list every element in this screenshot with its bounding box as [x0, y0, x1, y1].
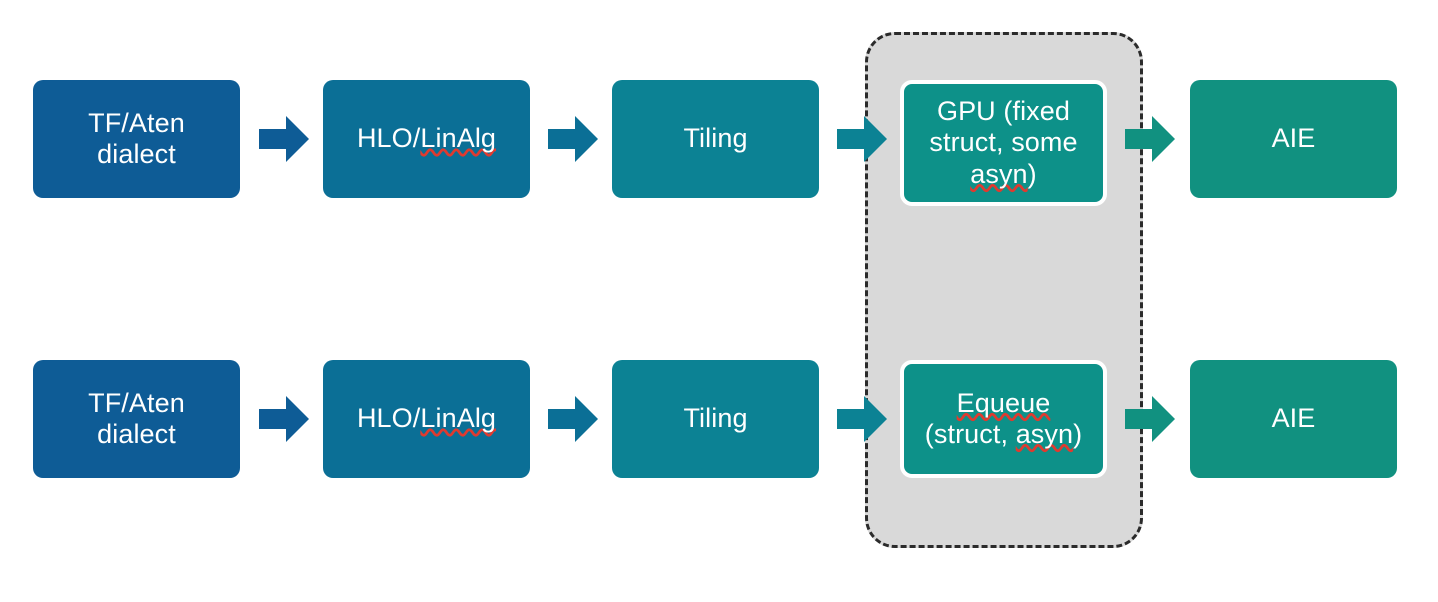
process-node-label: AIE — [1271, 123, 1316, 154]
process-node-hlo-linalg-bottom[interactable]: HLO/LinAlg — [323, 360, 530, 478]
process-node-label: Equeue(struct, asyn) — [924, 387, 1083, 449]
process-node-tiling-bottom[interactable]: Tiling — [612, 360, 819, 478]
flow-arrow-icon — [1125, 395, 1175, 443]
process-node-label: Tiling — [683, 403, 748, 434]
process-node-label: HLO/LinAlg — [356, 403, 497, 434]
process-node-aie-top[interactable]: AIE — [1190, 80, 1397, 198]
process-node-hlo-linalg-top[interactable]: HLO/LinAlg — [323, 80, 530, 198]
process-node-label: Tiling — [683, 123, 748, 154]
flow-arrow-icon — [1125, 115, 1175, 163]
process-node-tiling-top[interactable]: Tiling — [612, 80, 819, 198]
process-node-aie-bottom[interactable]: AIE — [1190, 360, 1397, 478]
process-node-label: HLO/LinAlg — [356, 123, 497, 154]
process-node-equeue-bottom[interactable]: Equeue(struct, asyn) — [900, 360, 1107, 478]
flow-arrow-icon — [259, 115, 309, 163]
flow-arrow-icon — [837, 115, 887, 163]
flow-arrow-icon — [837, 395, 887, 443]
process-node-label: AIE — [1271, 403, 1316, 434]
flow-arrow-icon — [548, 395, 598, 443]
flow-arrow-icon — [259, 395, 309, 443]
flow-arrow-icon — [548, 115, 598, 163]
